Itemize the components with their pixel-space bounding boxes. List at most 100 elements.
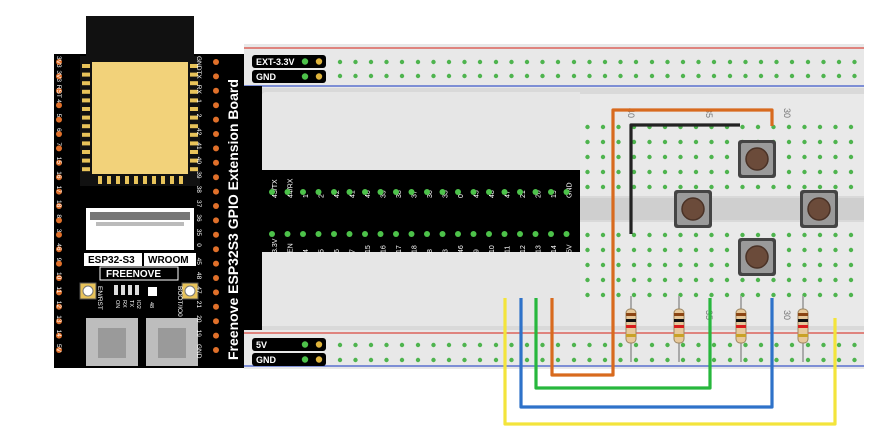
side-pin [213, 217, 219, 224]
header-pin [284, 189, 291, 195]
push-button-1[interactable] [738, 140, 776, 178]
header-top-label: 36 [427, 190, 434, 198]
rail-hole [524, 59, 530, 65]
rail-hole [665, 73, 670, 79]
push-button-3[interactable] [800, 190, 838, 228]
breadboard-hole [600, 139, 606, 145]
side-pin [213, 159, 219, 166]
rail-hole [399, 59, 405, 65]
rail-hole [633, 73, 639, 79]
side-pin-label: 5V [55, 344, 62, 353]
header-pin [393, 189, 399, 195]
rail-text: 5V [256, 340, 267, 350]
rail-hole [743, 342, 748, 348]
module-pad [190, 89, 198, 94]
rail-hole [602, 357, 608, 363]
breadboard-hole [802, 124, 807, 130]
rail-hole [509, 73, 514, 79]
module-pad [134, 176, 138, 184]
breadboard-hole [817, 262, 823, 268]
rail-hole [587, 357, 592, 363]
header-bottom-label: 18 [412, 245, 419, 253]
breadboard-hole [693, 184, 699, 190]
rail-hole [555, 342, 561, 348]
header-pin [346, 231, 353, 237]
breadboard-hole [631, 292, 637, 298]
module-label: WROOM [148, 255, 189, 266]
module-pad [82, 81, 90, 86]
breadboard-hole [802, 232, 807, 238]
rail-hole [743, 357, 748, 363]
rail-hole [462, 342, 467, 348]
side-pin [56, 87, 62, 94]
header-bottom-label: 3 [443, 249, 450, 253]
breadboard-hole [848, 262, 854, 268]
breadboard-hole [585, 232, 590, 238]
breadboard-hole [848, 139, 854, 145]
rail-hole [821, 342, 826, 348]
rail-hole [805, 59, 811, 65]
rail-hole [711, 342, 717, 348]
breadboard-hole [600, 247, 606, 253]
side-pin [56, 188, 62, 195]
breadboard-hole [693, 154, 699, 160]
side-pin [56, 102, 62, 109]
rail-hole [446, 73, 452, 79]
rail-hole [431, 357, 436, 363]
rail-hole [758, 342, 764, 348]
breadboard-hole [693, 277, 699, 283]
breadboard-hole [755, 292, 761, 298]
en-rst-button[interactable] [79, 282, 97, 300]
boot-label: BOOT/IO0 [176, 286, 183, 317]
header-pin [486, 231, 492, 237]
breadboard-hole [833, 247, 838, 253]
rail-hole [353, 59, 358, 65]
rail-hole [446, 342, 452, 348]
rail-hole [727, 73, 733, 79]
breadboard-hole [817, 277, 823, 283]
module-pads [82, 64, 198, 184]
side-pin-label: 9 [55, 258, 62, 262]
rail-hole [368, 59, 374, 65]
header-top-label: 40 [365, 190, 372, 198]
rail-hole [477, 342, 483, 348]
rail-hole [633, 342, 639, 348]
breadboard-hole [585, 154, 590, 160]
push-button-2[interactable] [674, 190, 712, 228]
esp32-shield [92, 62, 188, 174]
rail-hole [524, 73, 530, 79]
side-pin-label: 4 [55, 99, 62, 103]
header-top-label: 39 [381, 190, 388, 198]
header-bottom-label: 5 [319, 249, 326, 253]
breadboard-hole [647, 262, 652, 268]
rail-label-top-ground: GND [252, 70, 326, 83]
breadboard-hole [833, 154, 838, 160]
breadboard-hole [631, 169, 637, 175]
rail-hole [353, 342, 358, 348]
header-bottom-label: 4 [303, 249, 310, 253]
rail-hole [836, 357, 842, 363]
header-top-label: 21 [520, 190, 527, 198]
rail-hole [493, 59, 499, 65]
side-pin [56, 116, 62, 123]
breadboard-hole [802, 169, 807, 175]
push-button-4[interactable] [738, 238, 776, 276]
breadboard-hole [709, 277, 714, 283]
breadboard-hole [585, 184, 590, 190]
side-pin-label: 6 [55, 128, 62, 132]
boot-button[interactable] [181, 282, 199, 300]
side-pin [213, 260, 219, 267]
column-number: 30 [782, 310, 792, 320]
wire-blue [519, 298, 774, 409]
rail-hole [337, 342, 343, 348]
side-pin [213, 59, 219, 65]
breadboard-hole [833, 232, 838, 238]
side-pin-label: 16 [55, 171, 62, 179]
side-pin [213, 174, 219, 181]
breadboard-hole [693, 169, 699, 175]
module-pad [190, 81, 198, 86]
breadboard-hole [585, 277, 590, 283]
header-pin [424, 189, 430, 195]
rail-hole [571, 357, 577, 363]
